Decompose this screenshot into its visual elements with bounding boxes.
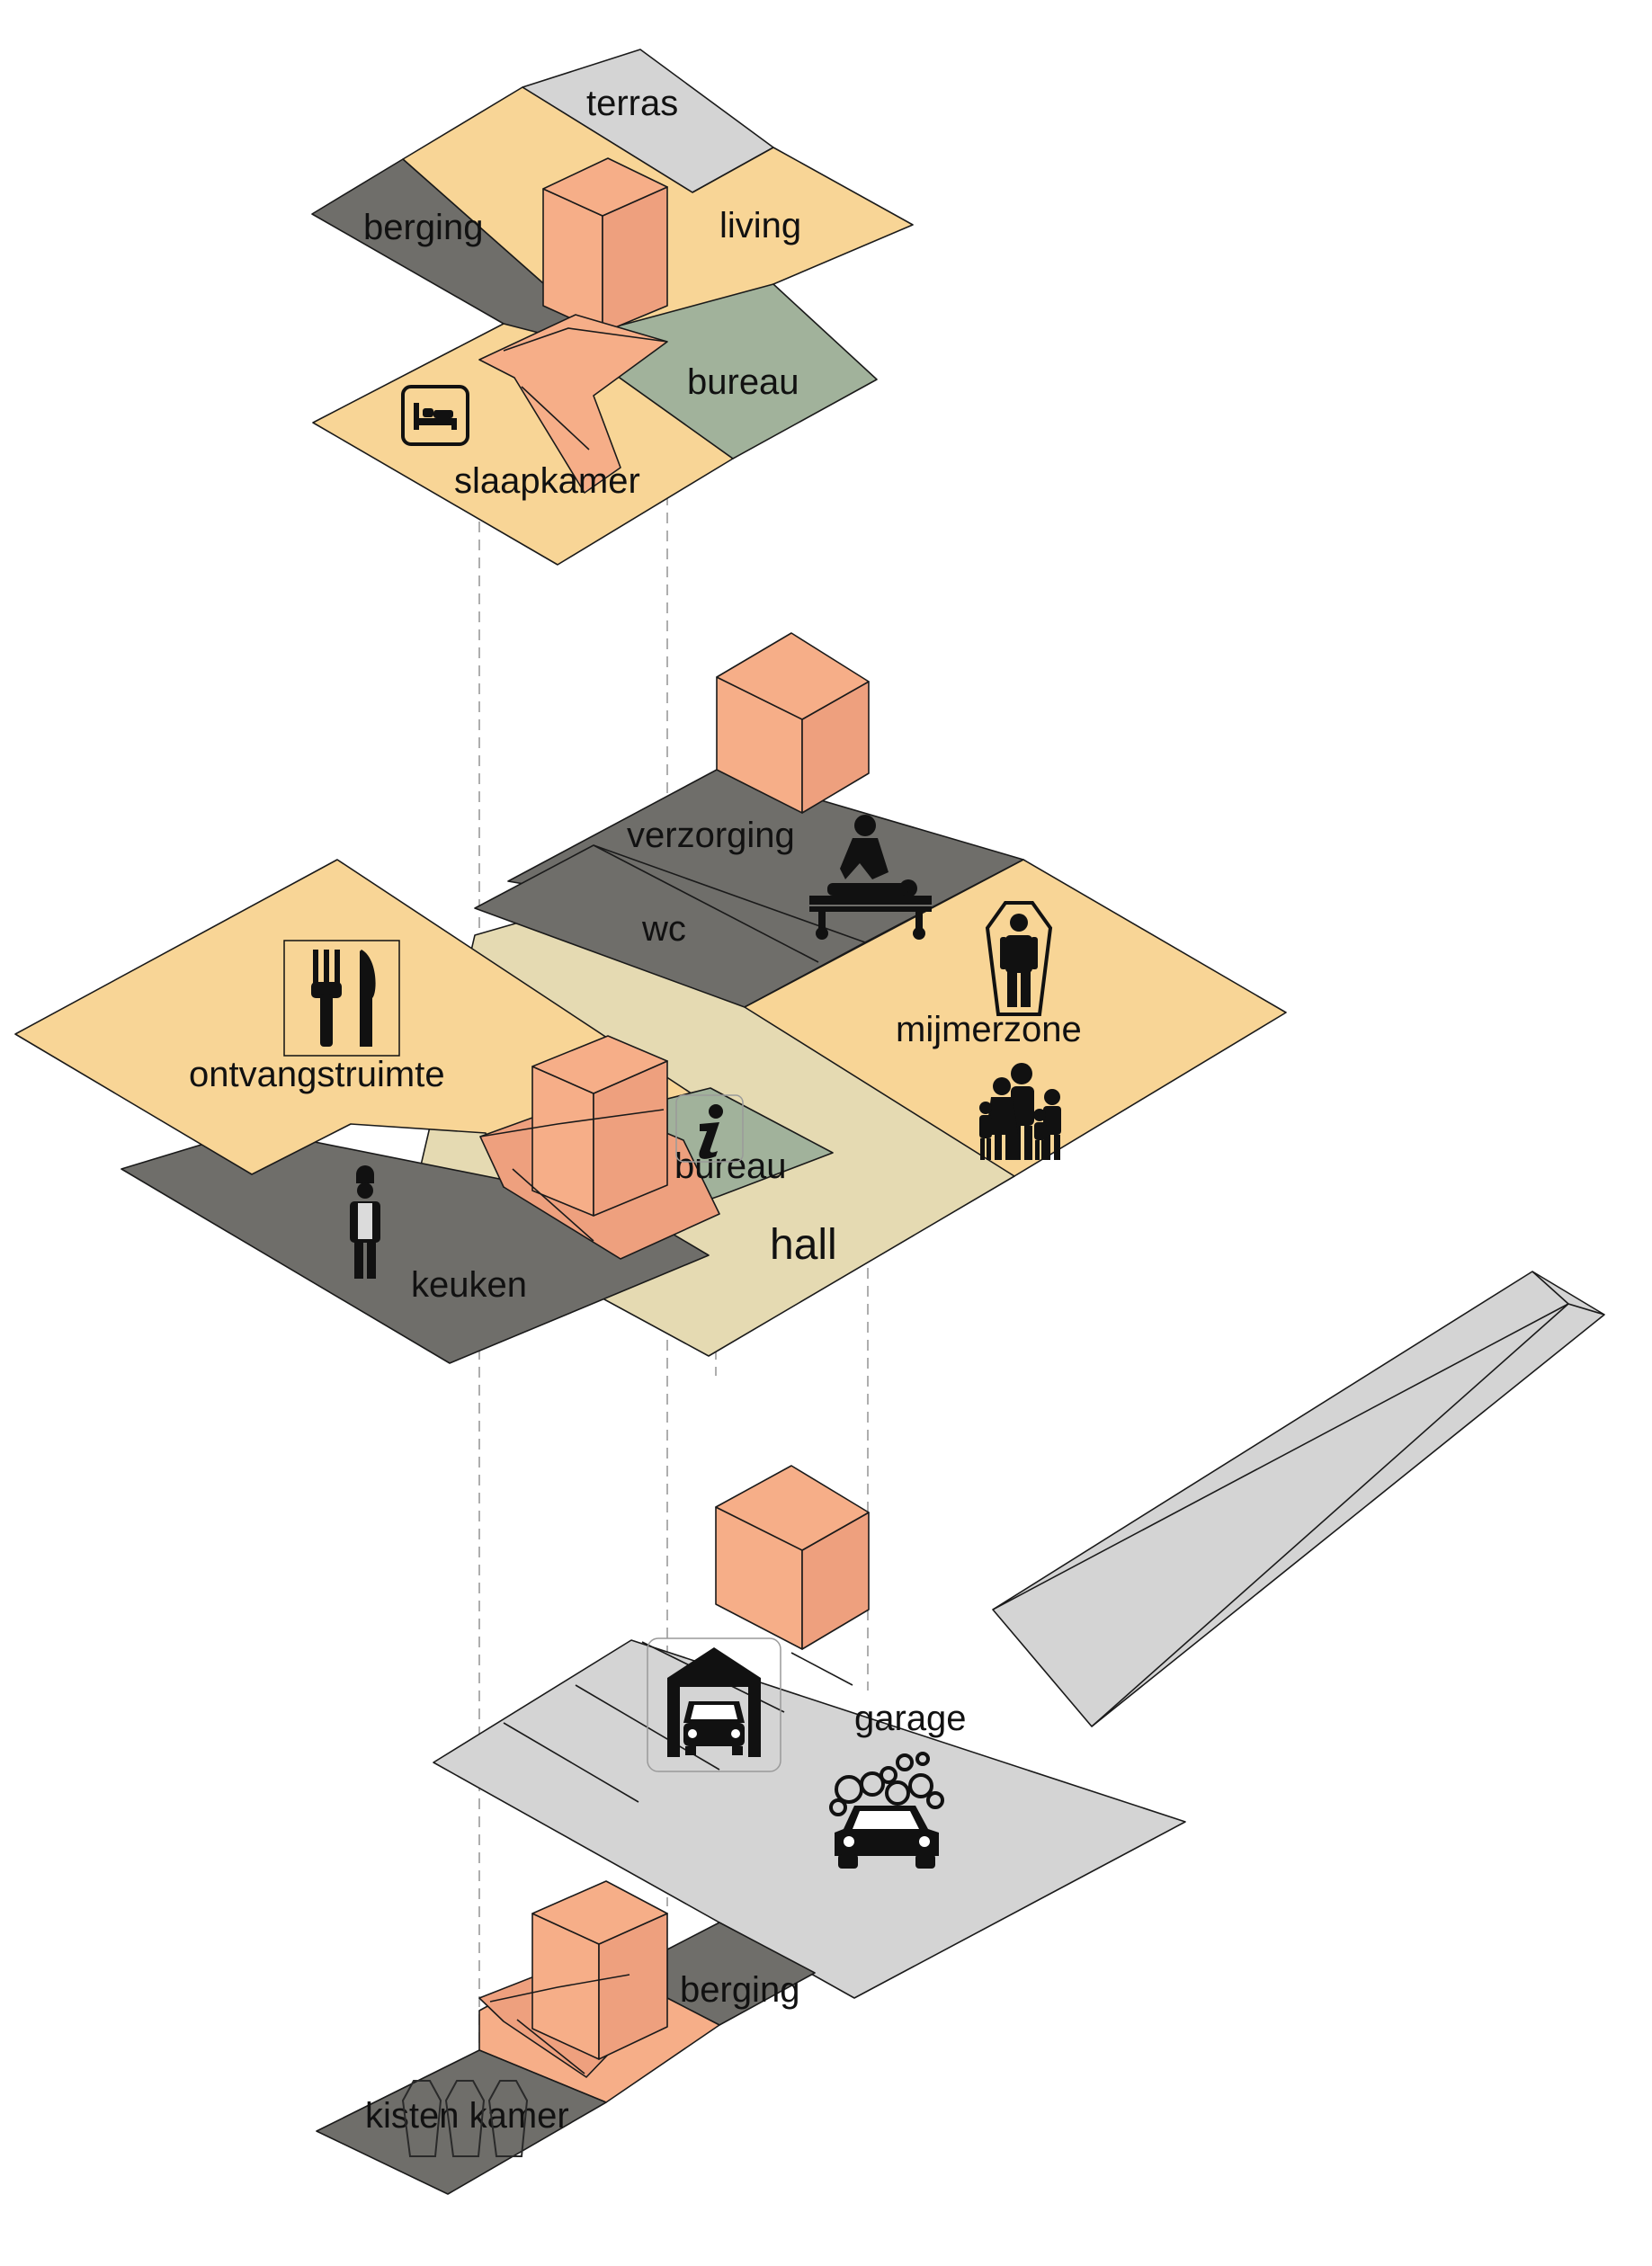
family-icon	[979, 1063, 1061, 1160]
coffins-icon	[401, 2080, 529, 2157]
label-kisten-kamer: kisten kamer	[365, 2096, 569, 2136]
garage-car-icon	[647, 1637, 781, 1772]
cutlery-icon	[283, 940, 400, 1057]
care-cube-cap	[716, 632, 870, 720]
info-icon	[675, 1094, 744, 1163]
label-verzorging: verzorging	[627, 816, 795, 855]
label-berging-bottom: berging	[680, 1970, 799, 2010]
garage-cube-cap	[715, 1465, 870, 1551]
bed-icon	[401, 385, 469, 446]
zone-bureau-top	[566, 283, 878, 459]
stair-core-top-cap	[542, 157, 668, 217]
zone-kisten-kamer	[316, 2049, 607, 2195]
label-mijmerzone: mijmerzone	[896, 1010, 1082, 1049]
label-bureau-mid: bureau	[674, 1146, 787, 1186]
label-terras: terras	[586, 84, 678, 123]
top-floor: terras berging living bureau slaapkamer	[311, 49, 914, 566]
label-garage: garage	[854, 1699, 967, 1738]
stair-core-bottom-cap	[531, 1880, 668, 1945]
label-bureau-top: bureau	[687, 362, 799, 402]
zone-garage	[433, 1639, 1186, 1999]
stair-core-mid-cap	[531, 1035, 668, 1094]
chef-icon	[350, 1165, 380, 1279]
driveway-ramp	[992, 1271, 1605, 1727]
zone-wc	[474, 844, 866, 1008]
label-berging-top: berging	[363, 208, 483, 247]
label-keuken: keuken	[411, 1265, 527, 1305]
label-ontvangstruimte: ontvangstruimte	[189, 1055, 445, 1094]
label-living: living	[719, 206, 801, 245]
stair-flight-top	[478, 314, 668, 494]
label-wc: wc	[641, 909, 686, 949]
coffin-person-icon	[985, 901, 1053, 1016]
middle-floor: verzorging wc mijmerzone ontvangstruimte…	[14, 632, 1287, 1364]
label-hall: hall	[770, 1221, 837, 1269]
massage-table-icon	[809, 815, 932, 940]
bottom-floor: garage berging kisten kamer	[316, 1271, 1605, 2195]
label-slaapkamer: slaapkamer	[454, 461, 640, 501]
car-wash-icon	[829, 1752, 944, 1869]
